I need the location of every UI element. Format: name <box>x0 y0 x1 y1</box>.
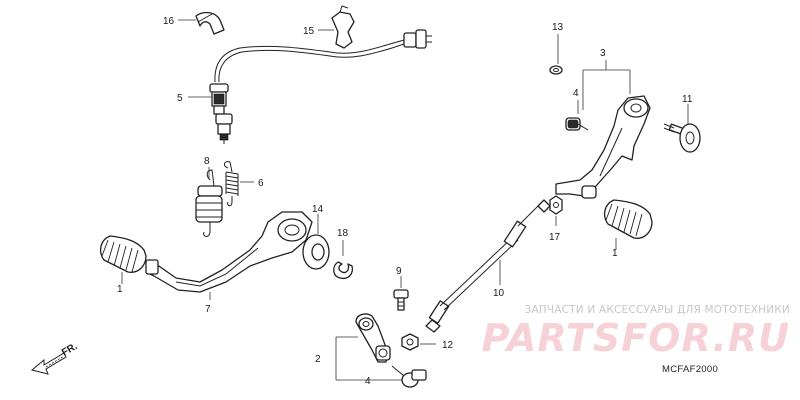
callout-6: 6 <box>258 178 264 189</box>
callout-10: 10 <box>493 288 505 299</box>
shift-arm-part-2 <box>355 313 391 363</box>
bolt-part-4-lower <box>391 365 427 388</box>
callout-8: 8 <box>204 156 210 167</box>
callout-11: 11 <box>682 94 693 105</box>
pivot-bolt-part-11 <box>663 123 701 153</box>
watermark-tagline: ЗАПЧАСТИ И АКСЕССУАРЫ ДЛЯ МОТОТЕХНИКИ <box>524 304 790 316</box>
callout-9: 9 <box>396 266 402 277</box>
callout-18: 18 <box>337 228 349 239</box>
callout-1-right: 1 <box>612 248 618 259</box>
callout-5: 5 <box>177 93 183 104</box>
pedal-rubber-left-part-1 <box>99 235 147 273</box>
callout-1-left: 1 <box>117 284 123 295</box>
front-direction-label: FR. <box>60 341 80 359</box>
callout-14: 14 <box>312 204 324 215</box>
front-direction-arrow-icon: FR. <box>30 341 80 375</box>
spring-part-8 <box>195 169 223 237</box>
snap-ring-part-18 <box>333 261 354 280</box>
seal-part-13 <box>549 65 563 75</box>
callout-4-upper: 4 <box>573 88 579 99</box>
callout-4-lower: 4 <box>365 376 371 387</box>
nut-part-17 <box>549 195 563 215</box>
callout-16: 16 <box>163 16 175 27</box>
callout-12: 12 <box>442 340 454 351</box>
brake-pedal-part-7 <box>145 211 313 293</box>
stop-switch-part-5 <box>209 83 233 144</box>
callout-13: 13 <box>552 22 564 33</box>
nut-part-12 <box>401 333 419 351</box>
wire-harness <box>214 29 432 83</box>
diagram-code: MCFAF2000 <box>662 364 719 375</box>
callout-3: 3 <box>600 48 606 59</box>
bolt-part-4-upper <box>565 117 589 131</box>
clip-part-15 <box>331 5 355 49</box>
callout-17: 17 <box>549 232 561 243</box>
callout-2: 2 <box>315 354 321 365</box>
bolt-part-9 <box>393 289 409 311</box>
washer-part-14 <box>302 234 330 270</box>
shift-pedal-part-3 <box>555 95 651 199</box>
watermark-brand-logo: PARTSFOR.RU <box>481 316 790 360</box>
pedal-rubber-right-part-1 <box>603 199 653 239</box>
callout-15: 15 <box>303 26 315 37</box>
clamp-part-16 <box>195 11 225 35</box>
callout-7: 7 <box>205 304 211 315</box>
return-spring-part-6 <box>223 161 239 207</box>
